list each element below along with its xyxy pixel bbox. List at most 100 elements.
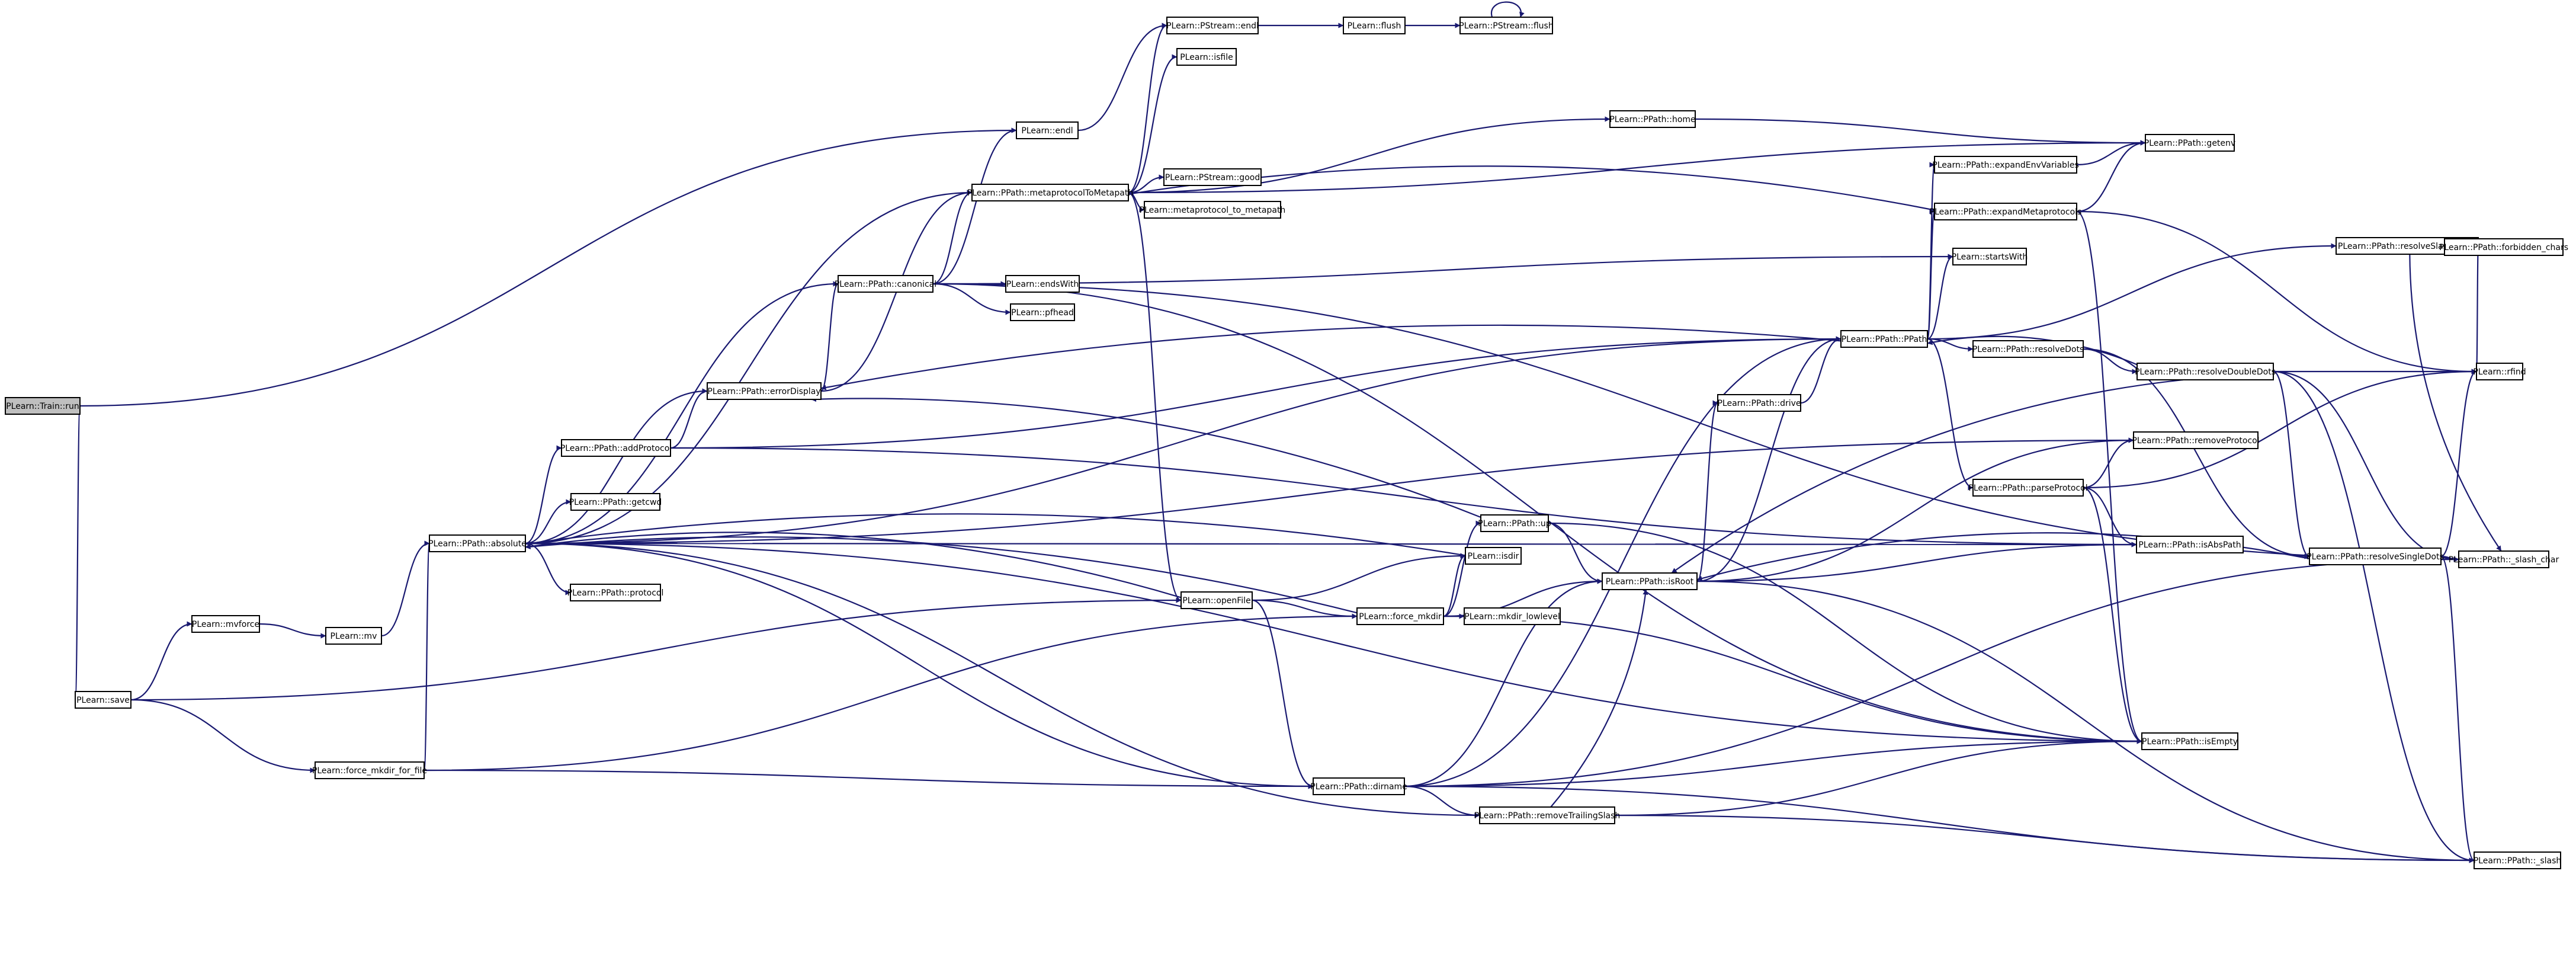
node-absolute[interactable]: PLearn::PPath::absolute — [428, 534, 527, 552]
node-forbidden[interactable]: PLearn::PPath::forbidden_chars — [2439, 238, 2568, 256]
call-edge — [1614, 814, 2475, 863]
call-edge — [424, 613, 1358, 771]
call-edge — [525, 542, 571, 596]
node-label: PLearn::PPath::expandMetaprotocols — [1930, 207, 2082, 217]
node-protocol[interactable]: PLearn::PPath::protocol — [567, 584, 664, 601]
call-edge — [1614, 738, 2142, 817]
node-up[interactable]: PLearn::PPath::up — [1478, 514, 1551, 532]
node-label: PLearn::PPath::drive — [1717, 399, 1801, 408]
node-resolvedouble[interactable]: PLearn::PPath::resolveDoubleDots — [2135, 363, 2276, 380]
node-mvforce[interactable]: PLearn::mvforce — [191, 615, 260, 633]
node-ppath[interactable]: PLearn::PPath::PPath — [1840, 330, 1928, 348]
node-label: PLearn::isdir — [1468, 552, 1519, 561]
call-edge — [1927, 243, 2337, 340]
node-box — [1459, 17, 1553, 34]
node-train-run[interactable]: PLearn::Train::run — [5, 397, 81, 415]
node-label: PLearn::PPath::up — [1478, 519, 1551, 529]
node-fmkdir-file[interactable]: PLearn::force_mkdir_for_file — [312, 761, 427, 779]
call-edge — [1695, 118, 2146, 146]
node-label: PLearn::PPath::canonical — [835, 280, 936, 289]
node-metatometa[interactable]: PLearn::PPath::metaprotocolToMetapath — [967, 184, 1133, 201]
call-edge — [1128, 140, 2146, 194]
node-box — [1840, 330, 1928, 348]
node-canonical[interactable]: PLearn::PPath::canonical — [835, 275, 936, 293]
node-force-mkdir[interactable]: PLearn::force_mkdir — [1356, 607, 1444, 625]
call-edge — [525, 190, 973, 545]
node-pstream-good[interactable]: PLearn::PStream::good — [1163, 168, 1262, 186]
node-pstream-flush[interactable]: PLearn::PStream::flush — [1459, 17, 1554, 34]
node-mv[interactable]: PLearn::mv — [325, 627, 382, 645]
node-box — [315, 761, 425, 779]
node-resolvedots[interactable]: PLearn::PPath::resolveDots — [1972, 340, 2084, 358]
node-label: PLearn::endl — [1021, 126, 1073, 136]
node-label: PLearn::rfind — [2473, 367, 2526, 377]
node-endswith[interactable]: PLearn::endsWith — [1005, 275, 1080, 293]
node-slash[interactable]: PLearn::PPath::_slash — [2474, 851, 2562, 869]
node-isdir[interactable]: PLearn::isdir — [1465, 547, 1522, 565]
node-label: PLearn::metaprotocol_to_metapath — [1140, 206, 1286, 215]
node-label: PLearn::mkdir_lowlevel — [1464, 612, 1560, 622]
node-box — [2444, 238, 2564, 256]
node-rfind[interactable]: PLearn::rfind — [2473, 363, 2526, 380]
node-parseprotocol[interactable]: PLearn::PPath::parseProtocol — [1968, 479, 2088, 497]
call-edge — [525, 542, 2137, 548]
call-edge — [1490, 1, 1525, 18]
node-label: PLearn::PPath::dirname — [1310, 782, 1407, 792]
node-label: PLearn::save — [76, 696, 130, 705]
call-edge — [381, 540, 430, 637]
node-mkdir-lowlevel[interactable]: PLearn::mkdir_lowlevel — [1464, 607, 1561, 625]
node-isfile[interactable]: PLearn::isfile — [1176, 48, 1237, 66]
call-edge — [1443, 553, 1466, 617]
node-label: PLearn::PPath::getenv — [2144, 139, 2235, 148]
node-resolvesingle[interactable]: PLearn::PPath::resolveSingleDots — [2306, 548, 2444, 565]
node-expandmeta[interactable]: PLearn::PPath::expandMetaprotocols — [1930, 203, 2082, 220]
node-box — [1464, 607, 1561, 625]
node-dirname[interactable]: PLearn::PPath::dirname — [1310, 777, 1407, 795]
node-flush[interactable]: PLearn::flush — [1343, 17, 1406, 34]
node-box — [1313, 777, 1405, 795]
node-isroot[interactable]: PLearn::PPath::isRoot — [1602, 572, 1698, 590]
node-isabspath[interactable]: PLearn::PPath::isAbsPath — [2136, 536, 2244, 553]
node-addprotocol[interactable]: PLearn::PPath::addProtocol — [560, 439, 672, 457]
node-isempty[interactable]: PLearn::PPath::isEmpty — [2141, 732, 2238, 750]
node-save[interactable]: PLearn::save — [75, 691, 131, 709]
node-openfile[interactable]: PLearn::openFile — [1180, 591, 1253, 609]
node-box — [1952, 248, 2027, 265]
call-edge — [1926, 162, 1936, 340]
node-pstream-endl[interactable]: PLearn::PStream::endl — [1166, 17, 1259, 34]
node-removeprotocol[interactable]: PLearn::PPath::removeProtocol — [2132, 431, 2260, 449]
call-edge — [1128, 191, 1182, 603]
node-expandenv[interactable]: PLearn::PPath::expandEnvVariables — [1932, 156, 2079, 174]
node-label: PLearn::startsWith — [1952, 252, 2028, 262]
call-edge — [525, 542, 1314, 789]
node-meta-to-meta[interactable]: PLearn::metaprotocol_to_metapath — [1140, 201, 1286, 219]
node-getenv[interactable]: PLearn::PPath::getenv — [2144, 134, 2235, 152]
node-drive[interactable]: PLearn::PPath::drive — [1717, 394, 1801, 412]
call-edge — [1077, 23, 1167, 132]
node-slash-char[interactable]: PLearn::PPath::_slash_char — [2449, 550, 2559, 568]
call-edge — [525, 499, 572, 545]
node-errordisplay[interactable]: PLearn::PPath::errorDisplay — [707, 382, 822, 400]
call-edge — [423, 541, 431, 771]
call-edge — [2083, 486, 2142, 744]
node-label: PLearn::PStream::endl — [1166, 21, 1259, 31]
node-getcwd[interactable]: PLearn::PPath::getcwd — [569, 493, 662, 511]
call-edge — [1252, 599, 1314, 789]
call-edge — [2083, 437, 2134, 489]
call-edge — [2273, 370, 2310, 559]
node-removetrailing[interactable]: PLearn::PPath::removeTrailingSlash — [1474, 806, 1621, 824]
node-startswith[interactable]: PLearn::startsWith — [1952, 248, 2028, 265]
node-box — [1166, 17, 1259, 34]
node-home[interactable]: PLearn::PPath::home — [1609, 110, 1696, 128]
node-label: PLearn::PPath::expandEnvVariables — [1932, 161, 2079, 170]
call-edge — [1800, 336, 1842, 404]
node-box — [191, 615, 260, 633]
node-box — [1934, 203, 2077, 220]
call-edge — [1696, 400, 1719, 582]
node-box — [561, 439, 671, 457]
node-endl[interactable]: PLearn::endl — [1016, 121, 1079, 139]
call-edge — [1404, 785, 1480, 818]
node-pfhead[interactable]: PLearn::pfhead — [1010, 303, 1075, 321]
node-label: PLearn::pfhead — [1011, 308, 1074, 318]
call-edge — [1404, 578, 1603, 787]
